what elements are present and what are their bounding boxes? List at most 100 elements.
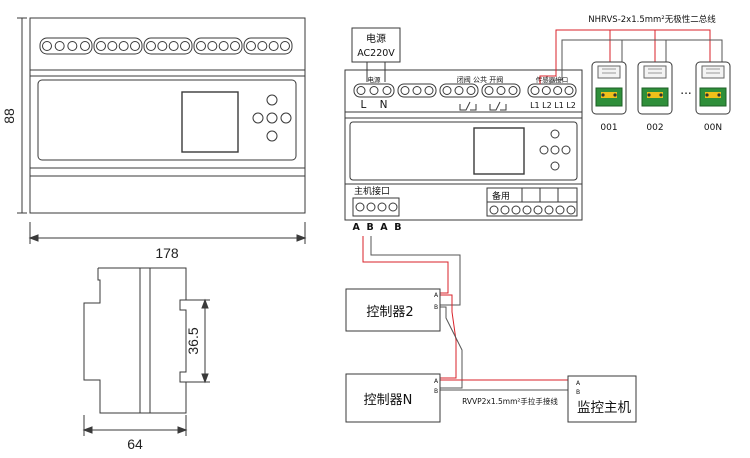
power-supply-box xyxy=(351,27,401,82)
width-dimension xyxy=(28,222,307,244)
terminal-screw xyxy=(369,86,379,95)
terminal-screw xyxy=(356,86,366,95)
depth-dimension xyxy=(82,415,188,436)
rail-height-value: 36.5 xyxy=(185,327,201,354)
temperature-sensor xyxy=(695,61,731,115)
module-side-view xyxy=(83,267,187,414)
depth-value: 64 xyxy=(127,436,143,452)
sensor-ellipsis: ... xyxy=(680,83,691,97)
front-terminal-row xyxy=(39,37,293,55)
sensor-label: 00N xyxy=(704,123,722,133)
terminal-screw xyxy=(207,41,218,51)
module-power-terminals: L N xyxy=(360,99,387,111)
module-host-label: 主机接口 xyxy=(354,185,390,197)
terminal-screw xyxy=(230,41,240,51)
terminal-screw xyxy=(157,41,168,51)
spare-terminal-screw xyxy=(500,205,510,215)
terminal-screw xyxy=(541,86,551,95)
module-sensor-terminals: L1 L2 L1 L2 xyxy=(530,101,576,110)
terminal-screw xyxy=(564,86,574,95)
host-interface-block xyxy=(352,197,400,217)
controller-n-box xyxy=(345,373,441,423)
controller-2-box xyxy=(345,288,441,332)
terminal-screw xyxy=(400,86,410,95)
terminal-screw xyxy=(67,41,78,51)
terminal-screw xyxy=(130,41,140,51)
module-keypad xyxy=(539,129,571,171)
front-terminal-screws xyxy=(42,41,290,51)
terminal-screw xyxy=(246,41,256,51)
spare-terminal-screw xyxy=(522,205,532,215)
temperature-sensor xyxy=(591,61,627,115)
terminal-screw xyxy=(42,41,52,51)
module-host-terminals: A B A B xyxy=(352,222,401,233)
terminal-screw xyxy=(96,41,106,51)
spare-terminal-screw xyxy=(511,205,521,215)
bus-wiring xyxy=(539,29,723,84)
terminal-screw xyxy=(196,41,206,51)
controller-2-port-b: B xyxy=(434,304,438,311)
rail-dimension xyxy=(186,298,210,384)
terminal-screw xyxy=(382,86,392,95)
module-valve-label: 闭阀 公共 开阀 xyxy=(457,75,503,84)
sensor-label: 001 xyxy=(600,123,617,133)
controller-n-label: 控制器N xyxy=(364,393,413,408)
terminal-screw xyxy=(146,41,156,51)
terminal-screw xyxy=(412,86,422,95)
spare-terminal-screw xyxy=(544,205,554,215)
monitor-port-a: A xyxy=(576,380,581,387)
module-terminal-screws xyxy=(355,86,576,215)
terminal-screw xyxy=(268,41,279,51)
valve-terminal-block xyxy=(439,83,479,98)
cable-label: RVVP2x1.5mm²手拉手接线 xyxy=(462,396,558,406)
module-power-label: 电源 xyxy=(368,75,382,84)
terminal-screw xyxy=(54,41,65,51)
front-keypad xyxy=(252,94,292,142)
terminal-screw xyxy=(180,41,190,51)
spare-terminal-screw xyxy=(489,205,499,215)
width-value: 178 xyxy=(155,245,179,261)
terminal-screw xyxy=(466,86,476,95)
terminal-screw xyxy=(218,41,229,51)
bus-label: NHRVS-2x1.5mm²无极性二总线 xyxy=(588,14,716,25)
monitor-host-box xyxy=(567,375,637,423)
terminal-screw xyxy=(118,41,129,51)
terminal-screw xyxy=(454,86,464,95)
power-terminal-block xyxy=(353,83,395,98)
terminal-screw xyxy=(107,41,118,51)
controller-n-port-b: B xyxy=(434,388,438,395)
terminal-screw xyxy=(80,41,90,51)
module-front-view xyxy=(29,17,306,214)
controller-n-port-a: A xyxy=(434,378,439,385)
terminal-screw xyxy=(280,41,290,51)
terminal-screw xyxy=(257,41,268,51)
spare-terminal-screw xyxy=(533,205,543,215)
terminal-screw xyxy=(442,86,452,95)
temperature-sensor xyxy=(637,61,673,115)
spare-terminal-screw xyxy=(555,205,565,215)
host-terminal-screw xyxy=(377,202,387,212)
terminal-screw xyxy=(508,86,518,95)
controller-module xyxy=(344,69,583,221)
front-outline xyxy=(29,17,306,214)
monitor-port-b: B xyxy=(576,389,580,396)
module-spare-label: 备用 xyxy=(492,190,510,202)
controller-2-port-a: A xyxy=(434,292,439,299)
power-box-title: 电源 xyxy=(366,32,386,45)
terminal-screw xyxy=(530,86,540,95)
terminal-screw xyxy=(168,41,179,51)
terminal-screw xyxy=(484,86,494,95)
terminal-screw xyxy=(424,86,434,95)
host-terminal-screw xyxy=(366,202,376,212)
sensor-terminal-block xyxy=(527,83,577,98)
controller-2-label: 控制器2 xyxy=(366,305,413,320)
power-box-voltage: AC220V xyxy=(357,48,395,59)
host-terminal-screw xyxy=(388,202,398,212)
terminal-screw xyxy=(496,86,506,95)
host-terminal-screw xyxy=(355,202,365,212)
height-dimension xyxy=(17,17,27,214)
terminal-screw xyxy=(553,86,563,95)
module-lcd-screen xyxy=(473,127,525,175)
